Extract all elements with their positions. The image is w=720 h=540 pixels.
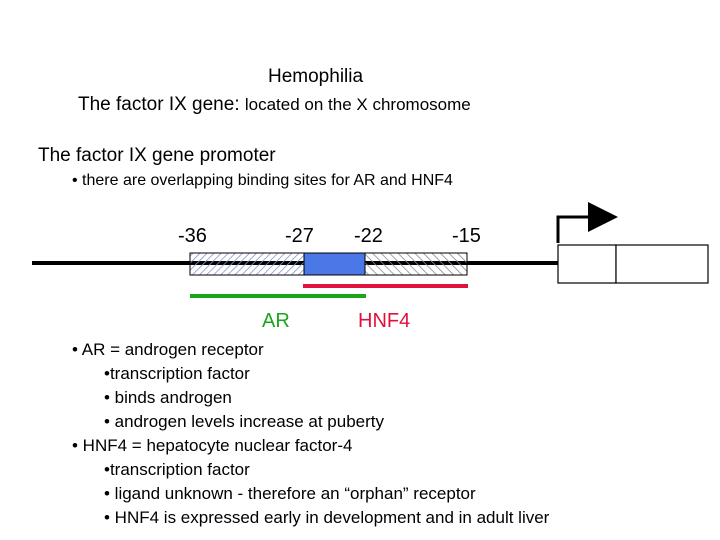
transcription-start-arrow [556, 202, 618, 243]
position-label-15: -15 [452, 225, 481, 247]
position-label-22: -22 [354, 225, 383, 247]
binding-site-left-box [189, 252, 305, 276]
hnf4-label: HNF4 [358, 310, 411, 332]
gene-exon-box-2 [615, 244, 709, 284]
subtitle-suffix: located on the X chromosome [244, 95, 471, 114]
bullet-item: •transcription factor [104, 364, 250, 383]
bullet-item: • binds androgen [104, 388, 232, 407]
ar-label: AR [262, 310, 290, 332]
overlap-box [303, 252, 366, 276]
subtitle-prefix: The factor IX gene: [78, 94, 240, 115]
gene-exon-box-1 [557, 244, 617, 284]
binding-site-right-box [364, 252, 468, 276]
promoter-subpoint: • there are overlapping binding sites fo… [72, 172, 453, 189]
bullet-item: • AR = androgen receptor [72, 340, 264, 359]
bullet-item: • ligand unknown - therefore an “orphan”… [104, 484, 476, 503]
bullet-item: • HNF4 = hepatocyte nuclear factor-4 [72, 436, 353, 455]
bullet-item: • androgen levels increase at puberty [104, 412, 385, 431]
slide-title: Hemophilia [268, 66, 364, 87]
promoter-heading: The factor IX gene promoter [38, 145, 276, 166]
position-label-36: -36 [178, 225, 207, 247]
slide-subtitle: The factor IX gene: located on the X chr… [78, 94, 471, 116]
bullet-list: • AR = androgen receptor •transcription … [72, 338, 549, 530]
position-label-27: -27 [285, 225, 314, 247]
bullet-item: •transcription factor [104, 460, 250, 479]
bullet-item: • HNF4 is expressed early in development… [104, 508, 550, 527]
